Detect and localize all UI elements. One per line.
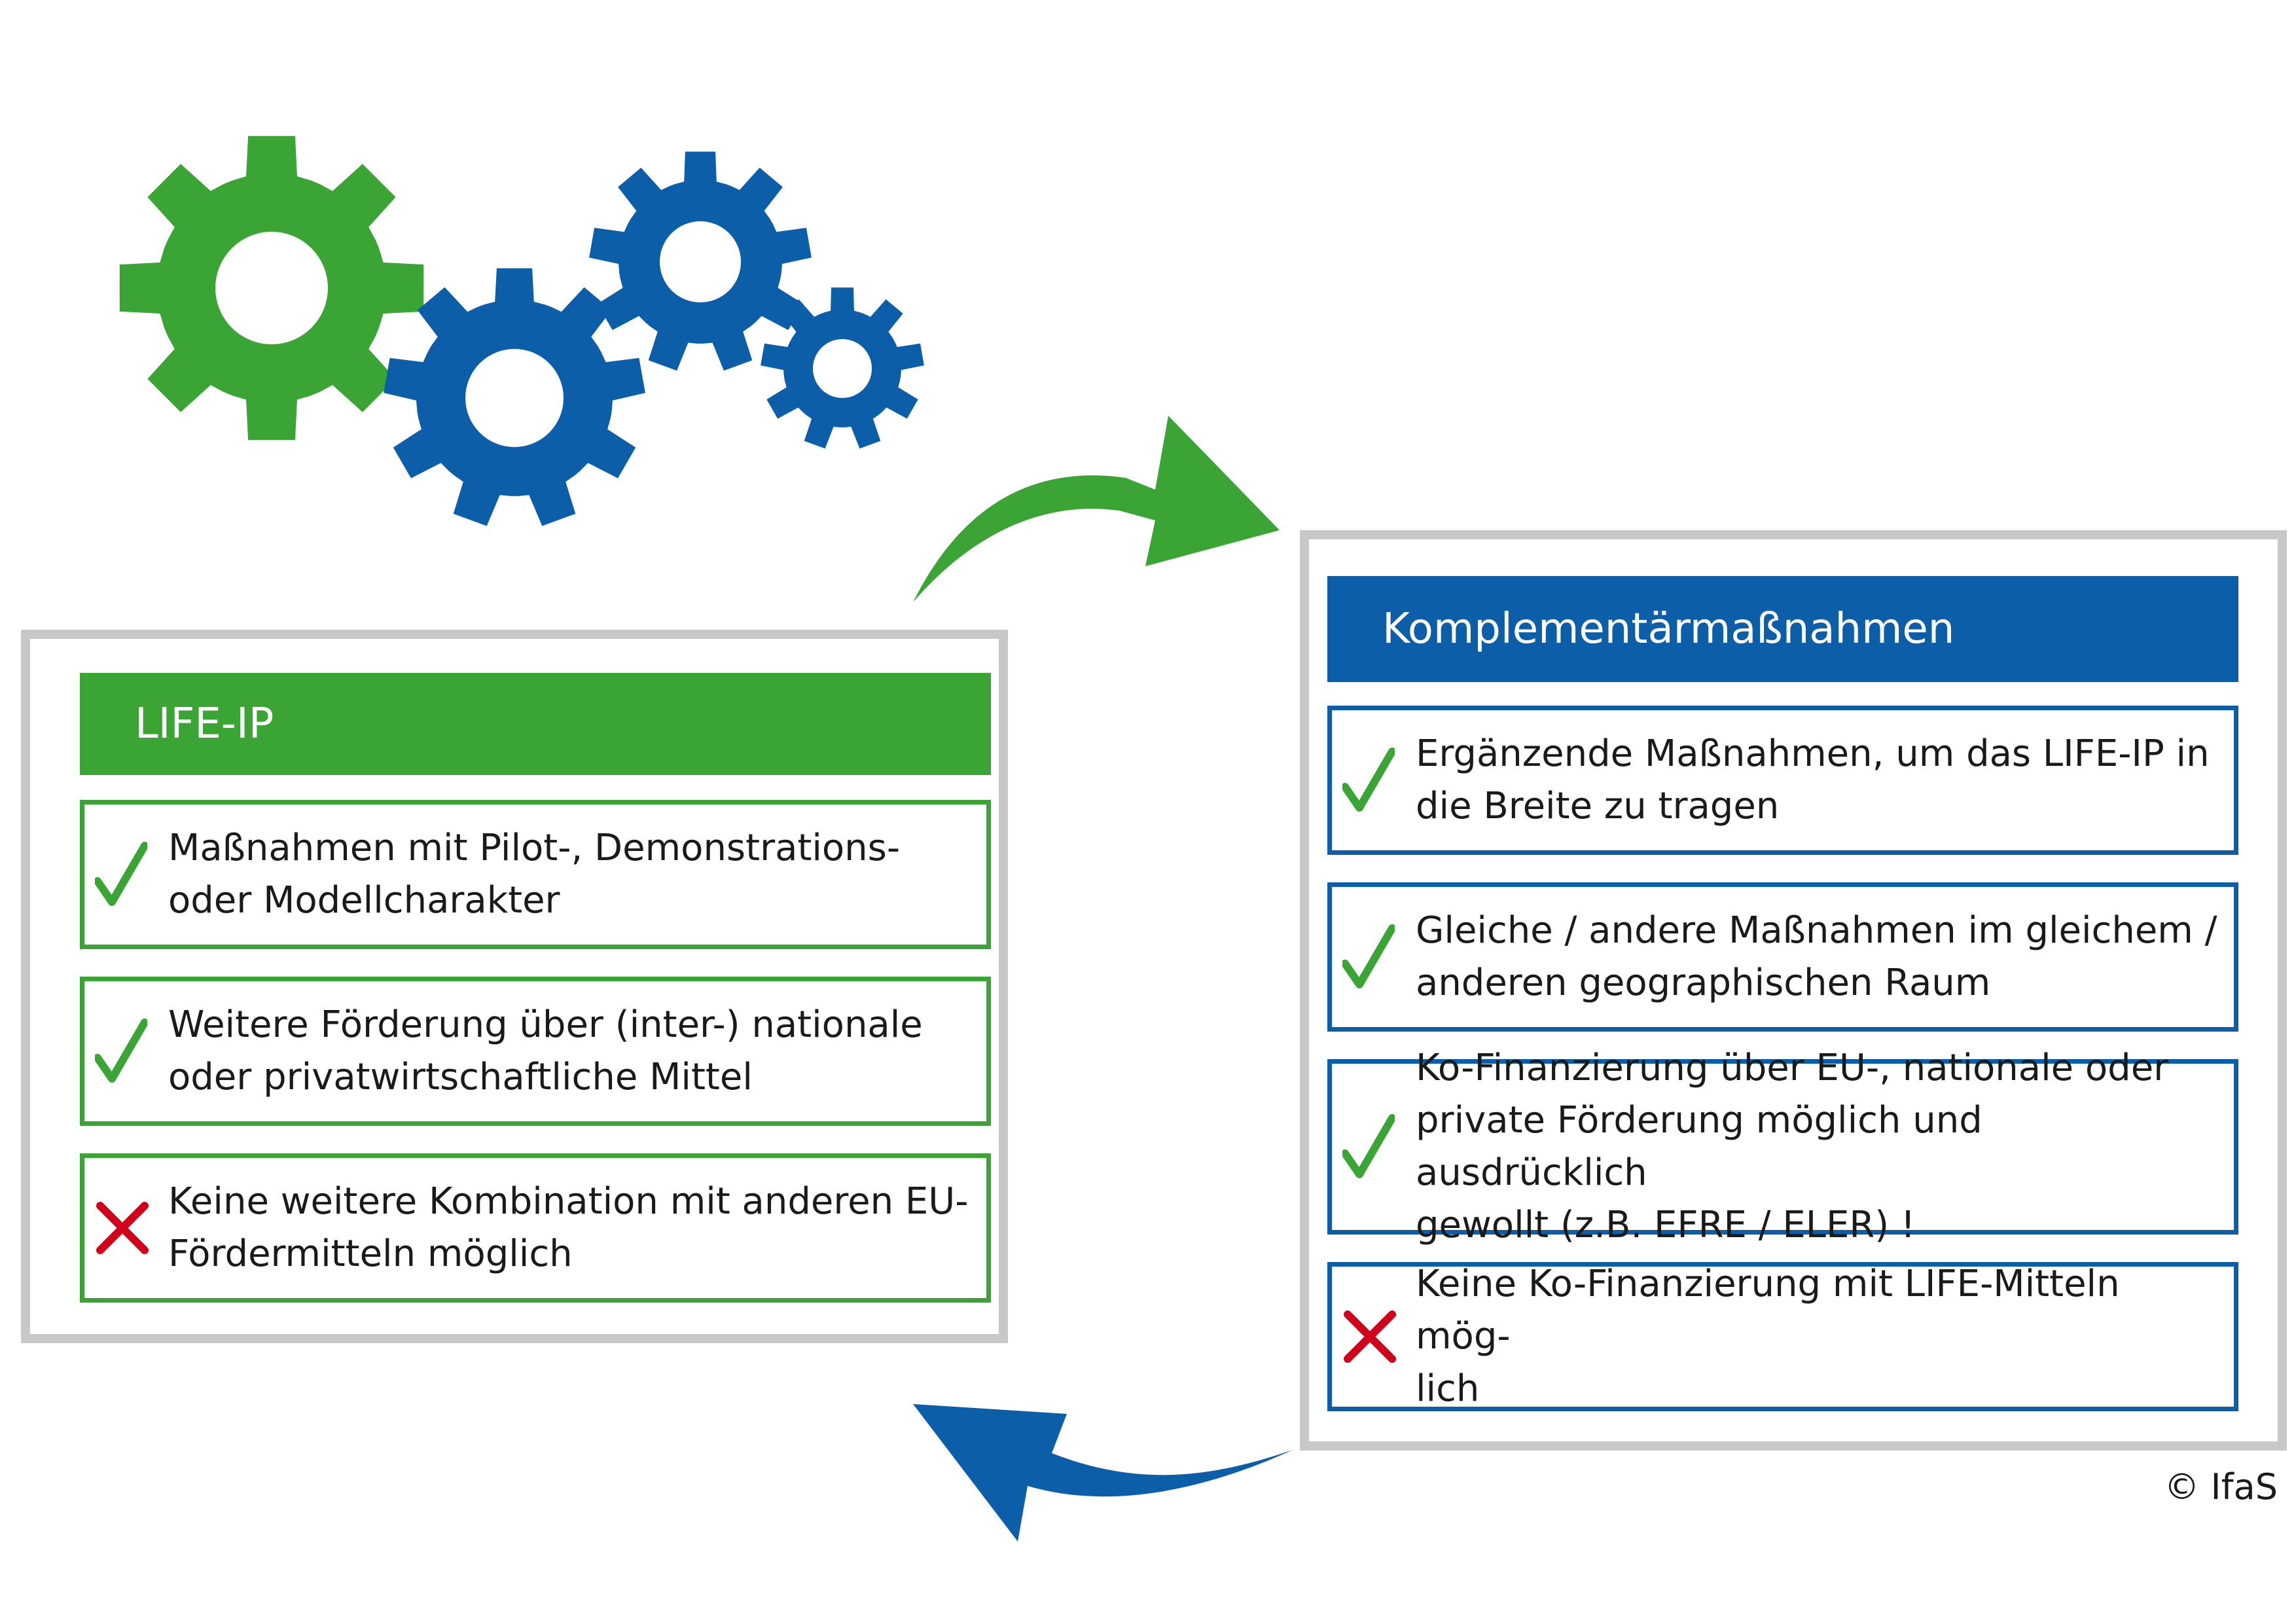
- check-icon: [95, 842, 147, 906]
- list-item: Keine weitere Kombination mit anderen EU…: [80, 1153, 991, 1303]
- check-icon: [1342, 1114, 1395, 1178]
- cross-icon: [96, 1202, 149, 1254]
- check-icon: [1342, 924, 1395, 988]
- list-item: Weitere Förderung über (inter-) national…: [80, 977, 991, 1126]
- item-text: Keine weitere Kombination mit anderen EU…: [168, 1180, 969, 1275]
- list-item: Ergänzende Maßnahmen, um das LIFE-IP in …: [1327, 706, 2238, 855]
- list-item: Gleiche / andere Maßnahmen im gleichem /…: [1327, 882, 2238, 1032]
- gears-illustration: [119, 135, 924, 526]
- panel-life-ip: LIFE-IP Maßnahmen mit Pilot-, Demonstrat…: [21, 630, 1008, 1343]
- list-item: Ko-Finanzierung über EU-, nationale oder…: [1327, 1047, 2238, 1246]
- item-text: Gleiche / andere Maßnahmen im gleichem /…: [1416, 909, 2217, 1004]
- list-item: Keine Ko-Finanzierung mit LIFE-Mitteln m…: [1327, 1262, 2238, 1411]
- item-text: Maßnahmen mit Pilot-, Demonstrations- od…: [168, 827, 901, 922]
- panel-title: Komplementärmaßnahmen: [1327, 576, 2238, 682]
- gear-icon: [119, 135, 424, 441]
- item-text: Keine Ko-Finanzierung mit LIFE-Mitteln m…: [1416, 1263, 2120, 1410]
- curved-arrow-icon: [913, 416, 1280, 602]
- curved-arrow-icon: [913, 1404, 1293, 1542]
- check-icon: [1342, 748, 1395, 812]
- check-icon: [95, 1019, 147, 1083]
- list-item: Maßnahmen mit Pilot-, Demonstrations- od…: [80, 800, 991, 949]
- cross-icon: [1344, 1310, 1396, 1363]
- item-text: Weitere Förderung über (inter-) national…: [168, 1003, 923, 1098]
- gear-icon: [589, 151, 812, 371]
- gear-icon: [384, 268, 645, 526]
- item-text: Ko-Finanzierung über EU-, nationale oder…: [1416, 1047, 2169, 1246]
- item-text: Ergänzende Maßnahmen, um das LIFE-IP in …: [1416, 732, 2210, 827]
- copyright-notice: © IfaS: [2164, 1466, 2278, 1507]
- panel-title: LIFE-IP: [80, 673, 991, 775]
- gear-icon: [761, 287, 924, 449]
- panel-komplementaermassnahmen: Komplementärmaßnahmen Ergänzende Maßnahm…: [1300, 530, 2287, 1451]
